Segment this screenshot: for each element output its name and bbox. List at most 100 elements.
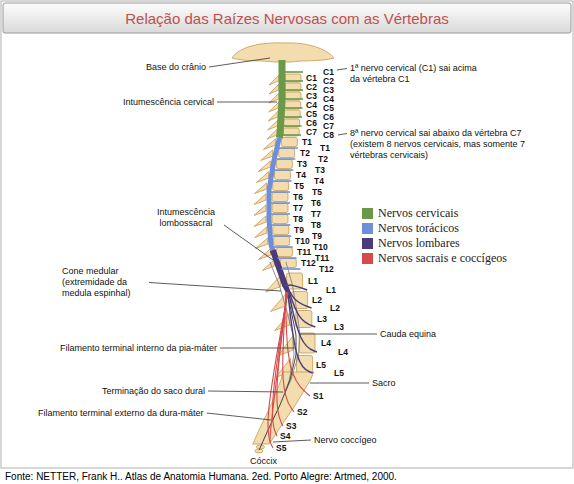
legend-item: Nervos sacrais e coccígeos xyxy=(362,251,507,265)
cauda-equina-root xyxy=(268,292,288,448)
vertebra-label: T3 xyxy=(297,160,307,169)
vertebra-label: L5 xyxy=(316,361,326,370)
vertebral-body xyxy=(273,182,289,191)
nerve-root xyxy=(273,180,292,182)
spinous-process xyxy=(268,111,278,121)
coccygeal-nerve xyxy=(270,294,287,443)
vertebral-body xyxy=(274,237,290,246)
part-label: Cauda equina xyxy=(380,329,436,340)
spinal-cord xyxy=(269,138,279,250)
spinal-cord xyxy=(279,60,282,138)
vertebra-label: C1 xyxy=(306,74,317,83)
part-label: Cone medular (extremidade da medula espi… xyxy=(62,266,146,299)
vertebral-body xyxy=(275,171,291,180)
legend-text: Nervos torácicos xyxy=(378,221,459,235)
vertebra-label: T11 xyxy=(297,248,311,257)
part-label: Intumescência lombossacral xyxy=(150,207,222,229)
vertebra-label: C2 xyxy=(306,83,317,92)
nerve-label: T4 xyxy=(314,177,324,186)
nerve-label: C5 xyxy=(323,104,334,113)
nerve-label: T2 xyxy=(318,155,328,164)
legend-swatch xyxy=(362,208,373,219)
nerve-label: C1 xyxy=(323,68,334,77)
nerve-label: S4 xyxy=(280,432,290,441)
vertebral-body xyxy=(272,215,288,224)
nerve-label: L1 xyxy=(326,286,336,295)
part-label: Base do crânio xyxy=(146,62,206,73)
leader-line xyxy=(209,58,270,67)
nerve-label: C8 xyxy=(323,131,334,140)
nerve-label: C4 xyxy=(323,95,334,104)
legend-swatch xyxy=(362,223,373,234)
spinous-process xyxy=(268,120,278,130)
legend-item: Nervos cervicais xyxy=(362,206,458,220)
nerve-label: T6 xyxy=(311,199,321,208)
spinous-process xyxy=(269,102,279,112)
vertebral-body xyxy=(276,248,292,257)
vertebra-label: C3 xyxy=(306,92,317,101)
spinous-process xyxy=(269,93,279,103)
nerve-root xyxy=(287,285,307,290)
nerve-root xyxy=(285,98,303,100)
leader-line xyxy=(273,440,311,442)
vertebra-label: C5 xyxy=(306,110,317,119)
part-label: Nervo coccígeo xyxy=(314,435,377,446)
diagram-title: Relação das Raízes Nervosas com as Vérte… xyxy=(3,3,571,33)
legend-text: Nervos sacrais e coccígeos xyxy=(378,251,507,265)
nerve-root xyxy=(272,235,291,237)
vertebra-label: C7 xyxy=(306,128,317,137)
nerve-label: S5 xyxy=(276,444,286,453)
spinous-process xyxy=(271,294,286,311)
vertebra-label: T8 xyxy=(293,215,303,224)
vertebra-label: T2 xyxy=(300,149,310,158)
leader-line xyxy=(217,102,277,103)
leader-line xyxy=(208,391,283,392)
vertebral-body xyxy=(279,149,295,158)
part-label: Cóccix xyxy=(250,456,277,467)
leader-line xyxy=(149,283,281,292)
nerve-label: L3 xyxy=(334,323,344,332)
spinous-process xyxy=(254,216,266,227)
vertebra-label: T10 xyxy=(295,237,310,246)
nerve-root xyxy=(271,224,290,226)
nerve-root xyxy=(284,125,302,127)
spinal-cord xyxy=(273,250,285,286)
nerve-label: C2 xyxy=(323,77,334,86)
vertebral-body xyxy=(273,226,289,235)
vertebral-body xyxy=(287,273,303,289)
nerve-label: T10 xyxy=(313,243,328,252)
part-label: Terminação do saco dural xyxy=(102,386,205,397)
nerve-label: T1 xyxy=(320,144,330,153)
nerve-label: C7 xyxy=(323,122,334,131)
spinous-process xyxy=(256,238,268,249)
spinous-process xyxy=(261,150,273,161)
vertebra-label: L2 xyxy=(312,296,322,305)
leader-line xyxy=(220,348,295,349)
nerve-root xyxy=(284,116,302,118)
skull-base xyxy=(232,43,334,62)
nerve-root xyxy=(279,147,298,149)
nerve-root xyxy=(271,213,290,215)
leader-line xyxy=(310,383,369,384)
spinous-process xyxy=(267,129,277,139)
part-label: Filamento terminal interno da pia-máter xyxy=(60,343,217,354)
nerve-label: S3 xyxy=(286,422,296,431)
legend-swatch xyxy=(362,253,373,264)
spinous-process xyxy=(258,161,270,172)
vertebral-body xyxy=(276,160,292,169)
vertebra-label: T6 xyxy=(293,193,303,202)
nerve-label: T7 xyxy=(311,210,321,219)
frame xyxy=(1,1,573,468)
spinous-process xyxy=(255,183,267,194)
nerve-root xyxy=(271,191,290,193)
spinous-process xyxy=(269,84,279,94)
part-label: 8ª nervo cervical sai abaixo da vértebra… xyxy=(350,128,546,161)
part-label: Intumescência cervical xyxy=(123,97,214,108)
leader-line xyxy=(299,334,377,335)
nerve-root xyxy=(285,80,303,82)
nerve-label: C6 xyxy=(323,113,334,122)
nerve-root xyxy=(285,71,303,73)
source-caption: Fonte: NETTER, Frank H.. Atlas de Anatom… xyxy=(5,471,397,482)
leader-line xyxy=(338,134,347,136)
